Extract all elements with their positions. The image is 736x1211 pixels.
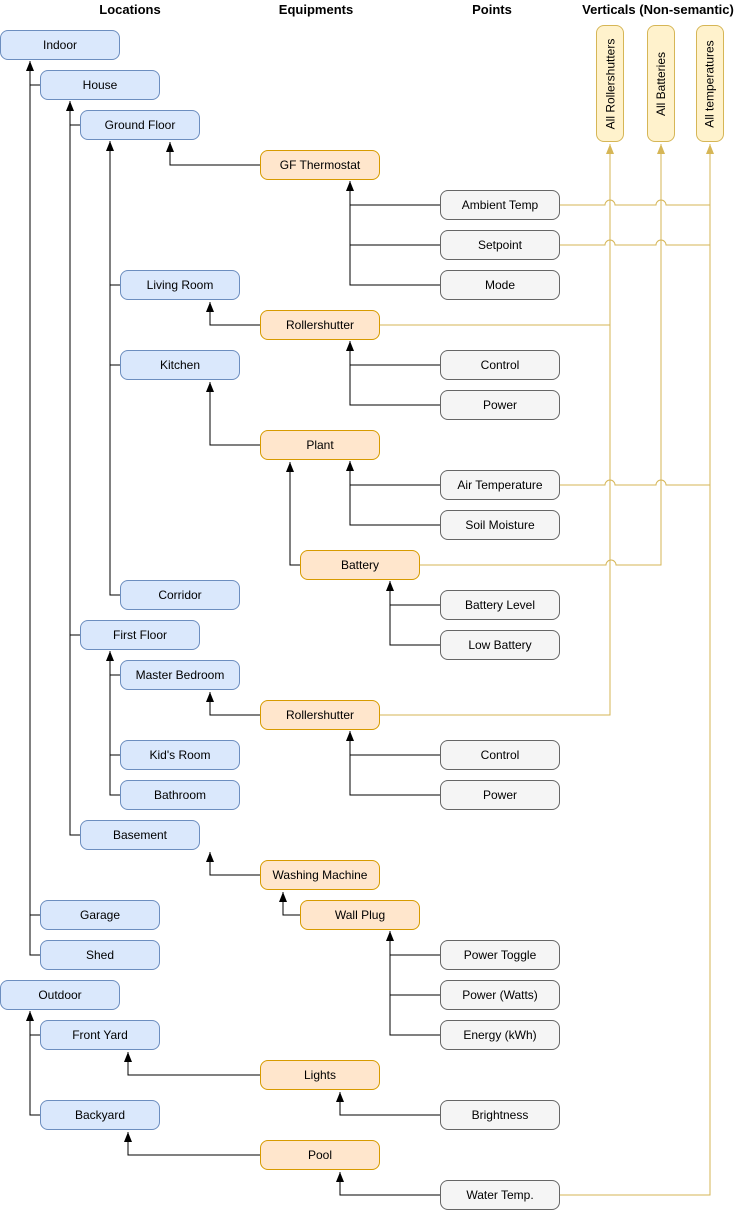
location-node-master-bedroom: Master Bedroom — [120, 660, 240, 690]
location-node-house: House — [40, 70, 160, 100]
equipment-node-battery: Battery — [300, 550, 420, 580]
equipment-node-gf-thermostat: GF Thermostat — [260, 150, 380, 180]
equipment-node-wall-plug: Wall Plug — [300, 900, 420, 930]
location-node-garage: Garage — [40, 900, 160, 930]
point-node-setpoint: Setpoint — [440, 230, 560, 260]
point-node-ambient-temp: Ambient Temp — [440, 190, 560, 220]
edge-brightness-lights — [336, 1092, 440, 1116]
location-node-first-floor: First Floor — [80, 620, 200, 650]
location-node-front-yard: Front Yard — [40, 1020, 160, 1050]
edge-all-batteries-trunk — [420, 144, 665, 566]
location-tree-edges — [26, 61, 120, 1116]
edge-groundfloor-trunk — [106, 141, 120, 596]
location-node-outdoor: Outdoor — [0, 980, 120, 1010]
location-node-bathroom: Bathroom — [120, 780, 240, 810]
edge-plant-kitchen — [206, 382, 260, 446]
edge-wallplug-points-trunk — [386, 931, 440, 1036]
edge-rollershutter1-livingroom — [206, 302, 260, 326]
location-node-backyard: Backyard — [40, 1100, 160, 1130]
location-node-ground-floor: Ground Floor — [80, 110, 200, 140]
point-node-mode: Mode — [440, 270, 560, 300]
edge-plant-points-trunk — [346, 461, 440, 526]
equipment-node-rollershutter-master-bedroom: Rollershutter — [260, 700, 380, 730]
point-node-power-mb: Power — [440, 780, 560, 810]
edge-lights-frontyard — [124, 1052, 260, 1076]
vertical-edges — [380, 144, 714, 1196]
edge-rollershutter1-points-trunk — [346, 341, 440, 406]
column-header-locations: Locations — [99, 2, 161, 17]
location-node-kids-room: Kid's Room — [120, 740, 240, 770]
vertical-node-all-batteries: All Batteries — [647, 25, 675, 142]
edge-rollershutter2-points-trunk — [346, 731, 440, 796]
edge-house-trunk — [66, 101, 80, 836]
point-node-air-temperature: Air Temperature — [440, 470, 560, 500]
equipment-node-lights: Lights — [260, 1060, 380, 1090]
edge-outdoor-trunk — [26, 1011, 40, 1116]
point-node-control-gf: Control — [440, 350, 560, 380]
vertical-node-all-batteries-label: All Batteries — [654, 51, 668, 116]
vertical-node-all-temperatures: All temperatures — [696, 25, 724, 142]
edge-airtemperature-vertical — [560, 479, 710, 486]
equipment-edges — [124, 142, 300, 1156]
location-node-living-room: Living Room — [120, 270, 240, 300]
edge-pool-backyard — [124, 1132, 260, 1156]
location-node-corridor: Corridor — [120, 580, 240, 610]
point-node-energy-kwh: Energy (kWh) — [440, 1020, 560, 1050]
point-edges — [336, 181, 440, 1196]
location-node-basement: Basement — [80, 820, 200, 850]
edge-firstfloor-trunk — [106, 651, 120, 796]
point-node-low-battery: Low Battery — [440, 630, 560, 660]
edge-all-temperatures-trunk — [560, 144, 714, 1196]
edge-watertemp-pool — [336, 1172, 440, 1196]
edge-setpoint-vertical — [560, 239, 710, 246]
column-header-points: Points — [472, 2, 512, 17]
vertical-node-all-rollershutters: All Rollershutters — [596, 25, 624, 142]
point-node-water-temp: Water Temp. — [440, 1180, 560, 1210]
location-node-shed: Shed — [40, 940, 160, 970]
vertical-node-all-temperatures-label: All temperatures — [703, 39, 717, 128]
location-node-indoor: Indoor — [0, 30, 120, 60]
point-node-brightness: Brightness — [440, 1100, 560, 1130]
location-node-kitchen: Kitchen — [120, 350, 240, 380]
edge-ambienttemp-vertical — [560, 199, 710, 206]
vertical-node-all-rollershutters-label: All Rollershutters — [603, 38, 618, 129]
edge-all-rollershutters-trunk — [380, 144, 614, 716]
point-node-soil-moisture: Soil Moisture — [440, 510, 560, 540]
equipment-node-rollershutter-living-room: Rollershutter — [260, 310, 380, 340]
edge-gfthermostat-groundfloor — [166, 142, 260, 166]
edge-gfthermostat-points-trunk — [346, 181, 440, 286]
edge-rollershutter2-masterbedroom — [206, 692, 260, 716]
equipment-node-plant: Plant — [260, 430, 380, 460]
edge-battery-plant — [286, 462, 300, 566]
point-node-power-watts: Power (Watts) — [440, 980, 560, 1010]
edge-battery-points-trunk — [386, 581, 440, 646]
equipment-node-pool: Pool — [260, 1140, 380, 1170]
point-node-power-toggle: Power Toggle — [440, 940, 560, 970]
edge-indoor-trunk — [26, 61, 40, 956]
point-node-power-gf: Power — [440, 390, 560, 420]
edge-wallplug-washingmachine — [279, 892, 300, 916]
column-header-equipments: Equipments — [278, 2, 354, 17]
point-node-battery-level: Battery Level — [440, 590, 560, 620]
point-node-control-mb: Control — [440, 740, 560, 770]
equipment-node-washing-machine: Washing Machine — [260, 860, 380, 890]
edge-washingmachine-basement — [206, 852, 260, 876]
column-header-verticals: Verticals (Non-semantic) — [582, 2, 734, 17]
